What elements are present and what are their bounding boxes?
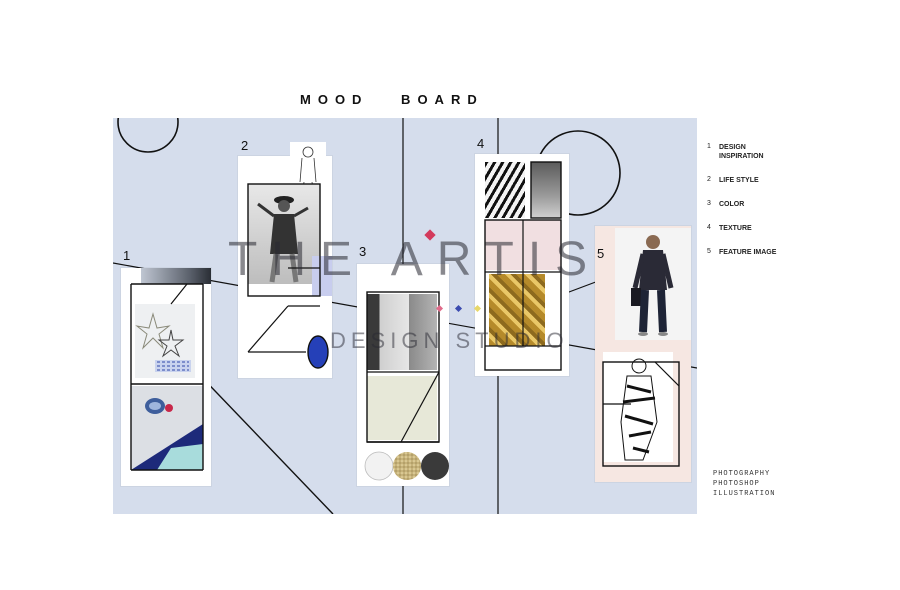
panel-5-number: 5 xyxy=(597,246,605,261)
legend-label: COLOR xyxy=(719,201,745,208)
panel-5 xyxy=(595,226,691,482)
panel-4-gold-texture xyxy=(489,274,545,346)
tag-item: ILLUSTRATION xyxy=(713,490,776,498)
tag-item: PHOTOSHOP xyxy=(713,480,760,488)
panel-4-pattern-fabric xyxy=(485,162,525,218)
legend-item: 1 DESIGN INSPIRATION xyxy=(707,143,817,161)
legend-number: 4 xyxy=(707,224,711,231)
legend-label: TEXTURE xyxy=(719,225,752,232)
panel-1-number: 1 xyxy=(123,248,131,263)
panel-2 xyxy=(238,142,332,378)
panel-5-feature-photo xyxy=(615,228,691,340)
legend-item: 4 TEXTURE xyxy=(707,224,817,233)
panel-2-lavender-block xyxy=(312,256,332,296)
legend-item: 5 FEATURE IMAGE xyxy=(707,248,817,257)
legend-label: LIFE STYLE xyxy=(719,177,759,184)
page-title: MOOD BOARD xyxy=(300,92,484,107)
tags-list: PHOTOGRAPHY PHOTOSHOP ILLUSTRATION xyxy=(713,469,775,499)
panel-5-bw-figure xyxy=(603,352,673,462)
tag-item: PHOTOGRAPHY xyxy=(713,470,771,478)
panel-4-number: 4 xyxy=(477,136,485,151)
legend-number: 5 xyxy=(707,248,711,255)
panel-1 xyxy=(121,268,211,486)
panel-1-graphic-block xyxy=(131,386,203,470)
watermark-diamonds xyxy=(424,229,482,313)
panel-4 xyxy=(475,154,569,376)
legend-number: 2 xyxy=(707,176,711,183)
legend-number: 3 xyxy=(707,200,711,207)
panel-3-number: 3 xyxy=(359,244,367,259)
panel-3-interior-photo xyxy=(367,294,437,370)
panel-4-fashion-photo xyxy=(531,162,561,218)
panel-3-sage-block xyxy=(367,376,437,440)
legend-label: FEATURE IMAGE xyxy=(719,249,777,256)
panel-1-dark-strip xyxy=(141,268,211,284)
panel-3 xyxy=(357,264,449,486)
legend-item: 2 LIFE STYLE xyxy=(707,176,817,185)
legend: 1 DESIGN INSPIRATION 2 LIFE STYLE 3 COLO… xyxy=(707,143,817,272)
mood-board-canvas: 1 2 xyxy=(113,118,697,514)
legend-number: 1 xyxy=(707,143,711,150)
legend-item: 3 COLOR xyxy=(707,200,817,209)
panel-1-star-photo xyxy=(135,304,195,378)
panel-2-number: 2 xyxy=(241,138,249,153)
legend-label: DESIGN INSPIRATION xyxy=(719,144,764,160)
panel-2-bw-portrait xyxy=(248,184,320,284)
